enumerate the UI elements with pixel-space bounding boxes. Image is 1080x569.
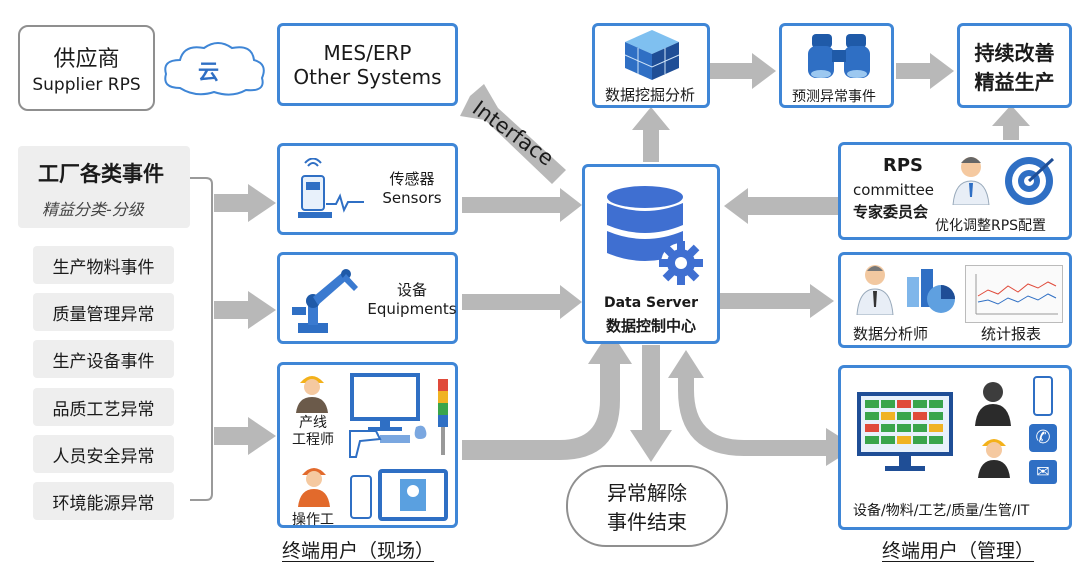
target-icon bbox=[1003, 155, 1059, 207]
phone-icon bbox=[350, 475, 372, 519]
rps-title: RPS bbox=[883, 155, 924, 176]
sensors-en: Sensors bbox=[382, 189, 442, 207]
resolve-box: 异常解除 事件结束 bbox=[566, 465, 728, 547]
server-en: Data Server bbox=[603, 295, 699, 311]
cube-icon bbox=[621, 28, 683, 82]
mail-icon: ✉ bbox=[1029, 460, 1057, 484]
equipments-en: Equipments bbox=[367, 300, 457, 318]
factory-events-header: 工厂各类事件 精益分类-分级 bbox=[18, 146, 190, 228]
event-item: 生产物料事件 bbox=[33, 246, 174, 284]
event-item: 环境能源异常 bbox=[33, 482, 174, 520]
analyst-label: 数据分析师 bbox=[853, 325, 929, 343]
data-server-box: Data Server 数据控制中心 bbox=[582, 164, 720, 344]
tablet-icon bbox=[378, 469, 448, 521]
engineer-label: 产线 工程师 bbox=[292, 415, 334, 448]
data-mining-box: 数据挖掘分析 bbox=[592, 23, 710, 108]
mes-line2: Other Systems bbox=[293, 64, 442, 89]
mobile-icon bbox=[1033, 376, 1053, 416]
rps-optimize: 优化调整RPS配置 bbox=[935, 218, 1047, 234]
factory-title: 工厂各类事件 bbox=[38, 162, 164, 186]
mgmt-users-box: ✆ ✉ 设备/物料/工艺/质量/生管/IT bbox=[838, 365, 1072, 530]
cloud-label: 云 bbox=[198, 60, 219, 84]
resolve-line1: 异常解除 bbox=[607, 481, 687, 505]
improve-line1: 持续改善 bbox=[974, 40, 1055, 65]
gear-icon bbox=[657, 239, 705, 287]
rps-cn: 专家委员会 bbox=[853, 203, 929, 221]
field-users-caption: 终端用户（现场） bbox=[282, 540, 435, 562]
event-item: 质量管理异常 bbox=[33, 293, 174, 331]
mgmt-users-caption: 终端用户（管理） bbox=[882, 540, 1035, 562]
expert-icon bbox=[949, 153, 993, 205]
sensors-cn: 传感器 bbox=[389, 170, 435, 188]
field-users-box: 产线 工程师 操作工 bbox=[277, 362, 458, 528]
binoculars-icon bbox=[806, 30, 872, 82]
engineer-icon bbox=[975, 432, 1013, 478]
sensor-icon bbox=[294, 158, 370, 222]
factory-subtitle: 精益分类-分级 bbox=[42, 200, 144, 219]
computer-icon bbox=[350, 371, 434, 445]
engineer-icon bbox=[292, 369, 332, 413]
predict-box: 预测异常事件 bbox=[779, 23, 894, 108]
equipments-box: 设备 Equipments bbox=[277, 252, 458, 344]
mes-erp-box: MES/ERP Other Systems bbox=[277, 23, 458, 106]
mes-line1: MES/ERP bbox=[323, 40, 412, 65]
monitor-icon bbox=[855, 390, 955, 474]
mgmt-roles: 设备/物料/工艺/质量/生管/IT bbox=[853, 503, 1030, 519]
rps-en: committee bbox=[853, 181, 935, 199]
database-icon bbox=[601, 183, 707, 281]
operator-icon bbox=[294, 461, 334, 507]
scanner-icon bbox=[346, 427, 386, 459]
phone-icon: ✆ bbox=[1029, 424, 1057, 452]
event-item: 人员安全异常 bbox=[33, 435, 174, 473]
server-cn: 数据控制中心 bbox=[605, 317, 696, 335]
rps-committee-box: RPS committee 专家委员会 优化调整RPS配置 bbox=[838, 142, 1072, 240]
robot-arm-icon bbox=[288, 261, 366, 341]
manager-icon bbox=[973, 378, 1013, 426]
signal-tower-icon bbox=[438, 379, 448, 455]
report-label: 统计报表 bbox=[981, 325, 1042, 343]
improve-line2: 精益生产 bbox=[974, 69, 1055, 94]
data-mining-label: 数据挖掘分析 bbox=[605, 86, 696, 104]
operator-label: 操作工 bbox=[292, 512, 334, 528]
supplier-cn: 供应商 bbox=[53, 47, 120, 72]
chart-icon bbox=[903, 265, 959, 315]
person-icon bbox=[855, 261, 895, 315]
supplier-en: Supplier RPS bbox=[32, 75, 141, 95]
cloud-icon: 云 bbox=[158, 38, 270, 100]
predict-label: 预测异常事件 bbox=[792, 89, 876, 105]
improve-box: 持续改善 精益生产 bbox=[957, 23, 1072, 108]
supplier-box: 供应商 Supplier RPS bbox=[18, 25, 155, 111]
sensors-box: 传感器 Sensors bbox=[277, 143, 458, 235]
event-item: 品质工艺异常 bbox=[33, 388, 174, 426]
resolve-line2: 事件结束 bbox=[607, 510, 687, 534]
report-chart-thumbnail bbox=[965, 265, 1063, 323]
equipments-cn: 设备 bbox=[396, 281, 427, 299]
analyst-box: 数据分析师 统计报表 bbox=[838, 252, 1072, 348]
event-item: 生产设备事件 bbox=[33, 340, 174, 378]
